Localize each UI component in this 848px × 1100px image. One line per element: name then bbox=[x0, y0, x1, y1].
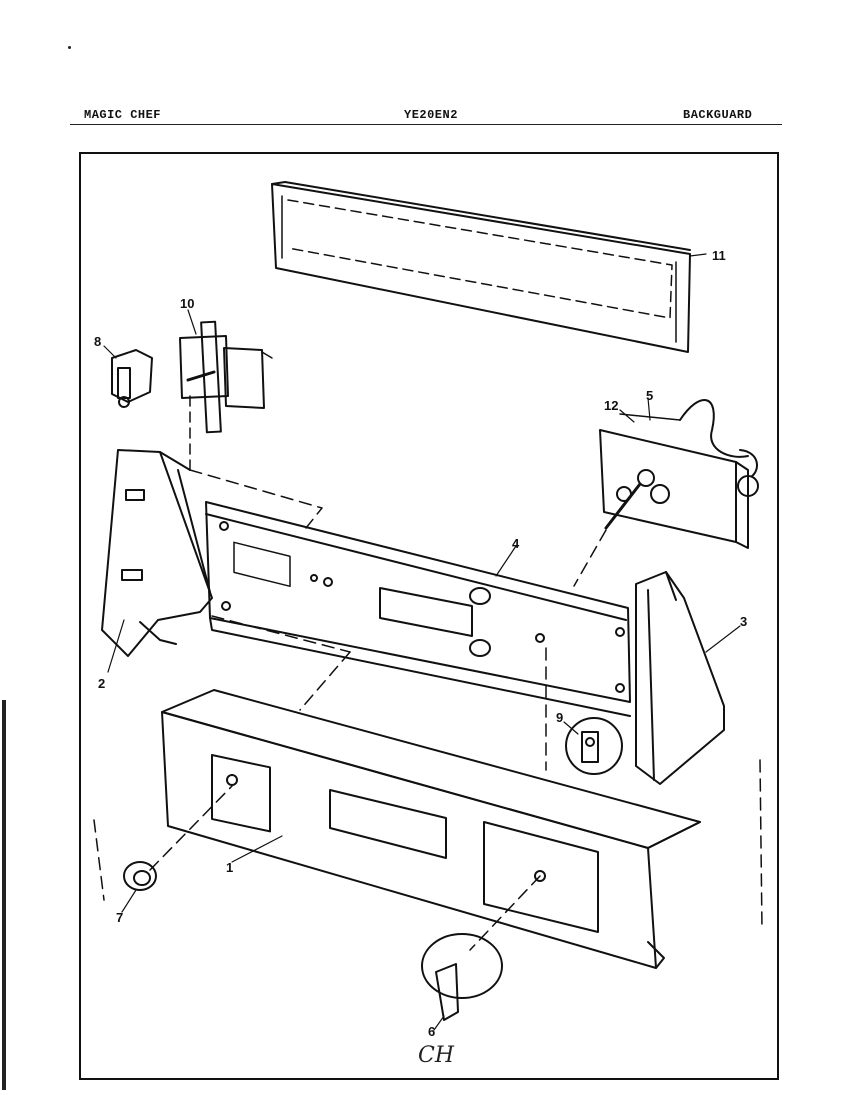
part-8-terminal-block bbox=[111, 349, 153, 408]
callout-2: 2 bbox=[98, 676, 105, 691]
part-9-bracket bbox=[565, 717, 623, 775]
part-3-right-end-cap bbox=[635, 571, 725, 785]
part-6-timer-knob bbox=[421, 933, 503, 1021]
part-5-timer-module bbox=[599, 399, 759, 549]
part-1-control-panel bbox=[161, 689, 701, 969]
callout-11: 11 bbox=[712, 248, 726, 263]
callout-12: 12 bbox=[604, 398, 618, 413]
handwritten-initials: CH bbox=[418, 1043, 455, 1068]
callout-9: 9 bbox=[556, 710, 563, 725]
assembly-lines bbox=[93, 469, 763, 951]
callout-7: 7 bbox=[116, 910, 123, 925]
part-2-left-end-cap bbox=[101, 449, 213, 657]
section-title: BACKGUARD bbox=[683, 108, 753, 122]
callout-6: 6 bbox=[428, 1024, 435, 1039]
callout-3: 3 bbox=[740, 614, 747, 629]
header-rule bbox=[70, 124, 782, 125]
speck-mark bbox=[68, 46, 71, 49]
part-4-main-panel bbox=[205, 501, 631, 717]
part-11-top-trim bbox=[271, 181, 691, 353]
callout-1: 1 bbox=[226, 860, 233, 875]
callout-5: 5 bbox=[646, 388, 653, 403]
callout-10: 10 bbox=[180, 296, 194, 311]
part-7-small-knob bbox=[123, 861, 157, 891]
leader-lines bbox=[103, 253, 741, 1031]
callout-4: 4 bbox=[512, 536, 520, 551]
diagram-frame bbox=[79, 152, 779, 1080]
callout-labels: 11 10 8 2 4 3 12 5 9 1 7 6 CH bbox=[94, 248, 747, 1068]
brand-label: MAGIC CHEF bbox=[84, 108, 162, 122]
scan-edge-mark bbox=[2, 700, 6, 1090]
part-10-switch bbox=[179, 320, 273, 471]
model-number: YE20EN2 bbox=[404, 108, 458, 122]
callout-8: 8 bbox=[94, 334, 101, 349]
